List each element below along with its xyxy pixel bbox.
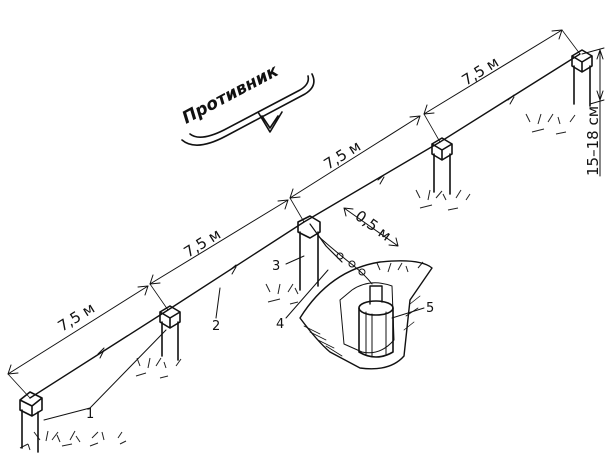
offset-label: 0,5 м [352, 207, 395, 245]
callout-leaders [43, 255, 425, 421]
span-4-label: 7,5 м [459, 53, 502, 89]
callout-5: 5 [426, 301, 434, 316]
stake-5 [571, 49, 593, 107]
stake-1 [19, 391, 43, 453]
ground-grass [19, 113, 576, 451]
span-2-label: 7,5 м [181, 225, 224, 261]
callout-2: 2 [212, 319, 220, 334]
dimension-lines [7, 29, 581, 399]
span-1-label: 7,5 м [55, 299, 98, 335]
tripwire [29, 53, 581, 399]
callout-3: 3 [272, 259, 280, 274]
stake-2 [159, 305, 181, 361]
offset-dimension-line [343, 207, 399, 247]
mine-body [358, 285, 394, 358]
height-dimension-line [581, 47, 605, 177]
span-3-label: 7,5 м [321, 137, 364, 173]
stake-4 [431, 137, 453, 195]
pull-wire [317, 235, 373, 285]
enemy-arrow-icon [181, 73, 315, 146]
pull-wire-knots [336, 252, 366, 276]
height-label: 15–18 см [584, 106, 602, 176]
callout-1: 1 [86, 407, 94, 422]
callout-4: 4 [276, 317, 284, 332]
enemy-label: Противник [179, 61, 282, 129]
